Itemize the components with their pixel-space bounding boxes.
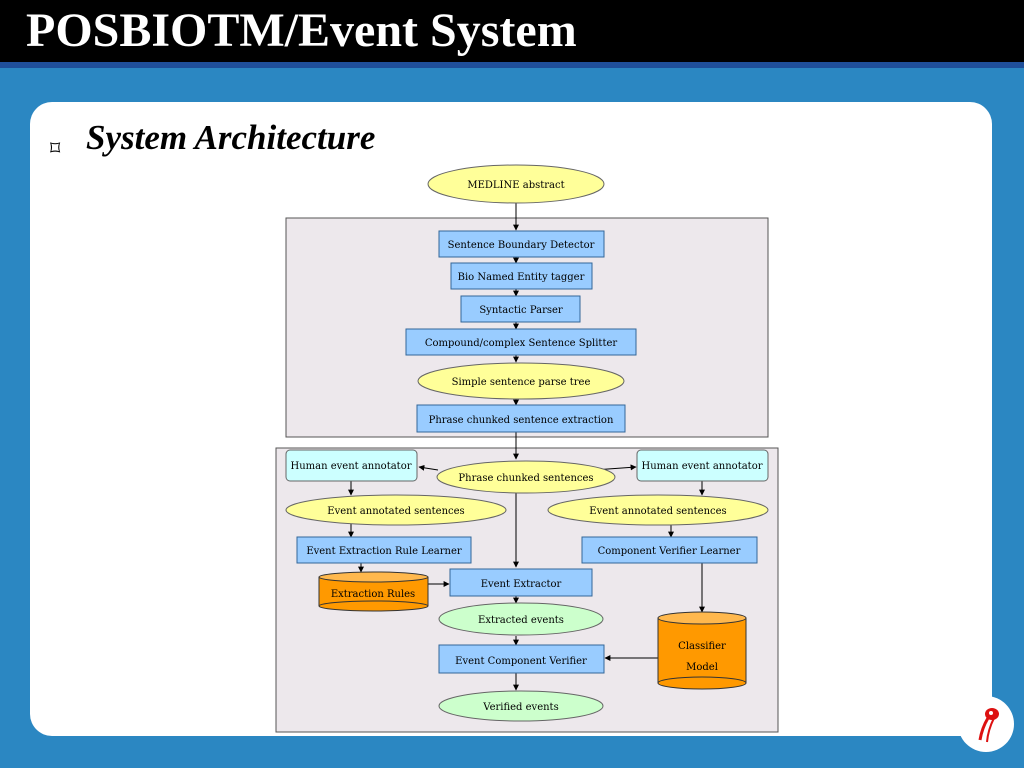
label-bnet: Bio Named Entity tagger (458, 272, 585, 283)
node-phrase-chunked-sentences: Phrase chunked sentences (436, 460, 616, 494)
node-classifier-model-db: Classifier Model (657, 611, 747, 690)
label-verified-events: Verified events (482, 702, 558, 713)
label-medline: MEDLINE abstract (467, 180, 564, 191)
node-human-annotator-right: Human event annotator (636, 449, 769, 482)
slide-title: POSBIOTM/Event System (26, 4, 577, 57)
node-event-extractor: Event Extractor (449, 568, 593, 597)
node-bio-named-entity-tagger: Bio Named Entity tagger (450, 262, 593, 290)
label-annotated-left: Event annotated sentences (327, 506, 464, 517)
label-splitter: Compound/complex Sentence Splitter (425, 338, 618, 349)
title-underline (0, 62, 1024, 68)
node-annotated-sentences-left: Event annotated sentences (285, 494, 507, 526)
node-phrase-chunk-extraction: Phrase chunked sentence extraction (416, 404, 626, 433)
label-classifier-line1: Classifier (678, 641, 726, 652)
label-human-left: Human event annotator (290, 461, 411, 472)
node-rule-learner: Event Extraction Rule Learner (296, 536, 472, 564)
label-sbd: Sentence Boundary Detector (448, 240, 595, 251)
label-chunk-extraction: Phrase chunked sentence extraction (429, 415, 614, 426)
node-verified-events: Verified events (438, 690, 604, 722)
section-heading: System Architecture (86, 118, 376, 157)
label-annotated-right: Event annotated sentences (589, 506, 726, 517)
node-verifier-learner: Component Verifier Learner (581, 536, 758, 564)
node-event-component-verifier: Event Component Verifier (438, 644, 605, 674)
label-classifier-line2: Model (686, 662, 718, 673)
square-bullet-icon: ⌑ (50, 136, 61, 160)
node-extraction-rules-db: Extraction Rules (318, 571, 429, 612)
label-event-extractor: Event Extractor (481, 579, 562, 590)
label-extraction-rules: Extraction Rules (331, 589, 415, 600)
node-annotated-sentences-right: Event annotated sentences (547, 494, 769, 526)
node-syntactic-parser: Syntactic Parser (460, 295, 581, 323)
label-extracted-events: Extracted events (478, 615, 564, 626)
label-verifier-learner: Component Verifier Learner (598, 546, 741, 557)
label-simple-tree: Simple sentence parse tree (452, 377, 591, 388)
label-rule-learner: Event Extraction Rule Learner (306, 546, 462, 557)
label-phrase-chunked: Phrase chunked sentences (458, 473, 593, 484)
label-component-verifier: Event Component Verifier (455, 656, 587, 667)
title-bar: POSBIOTM/Event System (0, 0, 1024, 62)
node-extracted-events: Extracted events (438, 602, 604, 636)
label-human-right: Human event annotator (641, 461, 762, 472)
arrow-phrase-human-left (418, 464, 439, 471)
node-human-annotator-left: Human event annotator (285, 449, 418, 482)
node-medline-abstract: MEDLINE abstract (427, 164, 605, 204)
node-sentence-boundary-detector: Sentence Boundary Detector (438, 230, 605, 258)
node-simple-parse-tree: Simple sentence parse tree (417, 362, 625, 400)
logo-icon (958, 696, 1014, 752)
node-sentence-splitter: Compound/complex Sentence Splitter (405, 328, 637, 356)
label-parser: Syntactic Parser (479, 305, 563, 316)
